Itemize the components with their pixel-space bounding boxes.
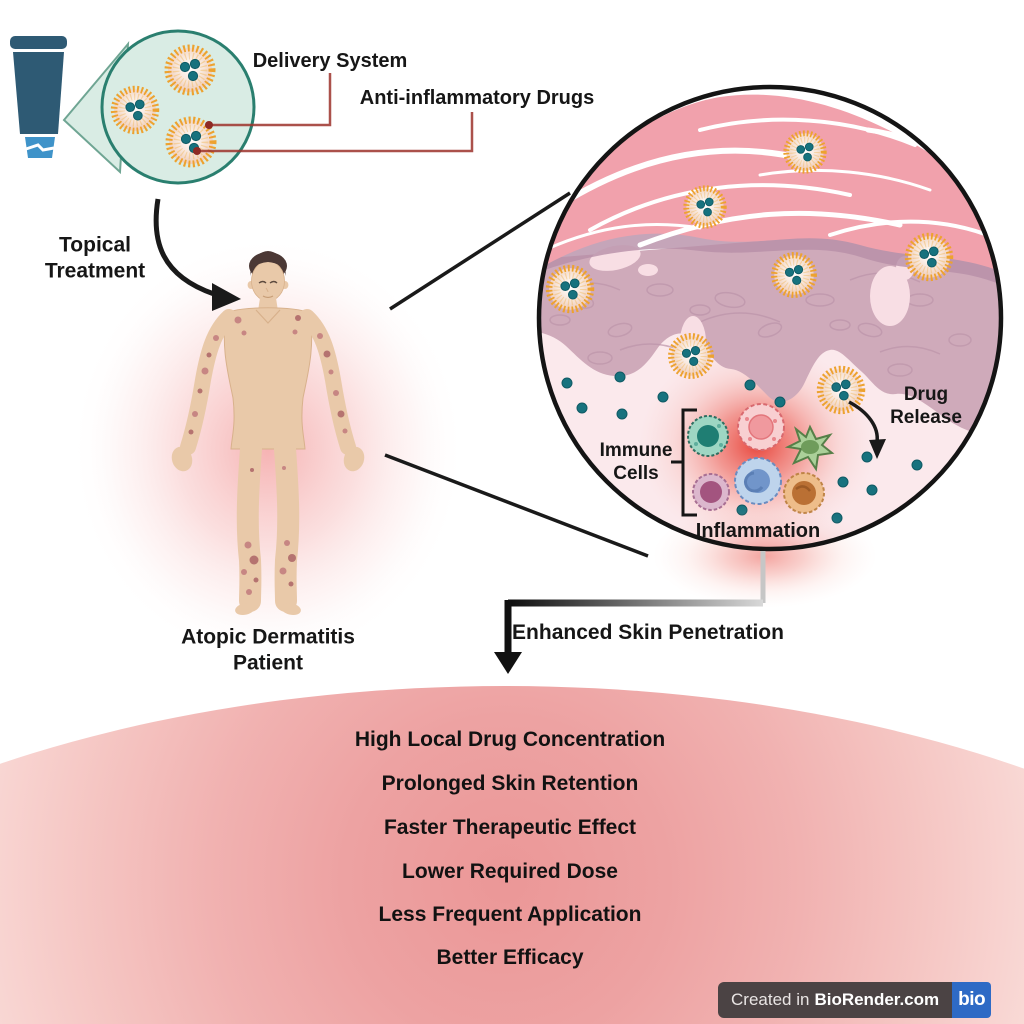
drug-release-label: Drug Release xyxy=(890,383,962,428)
leader-lines xyxy=(193,73,474,155)
torso xyxy=(223,307,313,450)
atopic-dermatitis-patient-label: Atopic Dermatitis Patient xyxy=(181,625,355,674)
stratum-corneum-layer xyxy=(539,94,1001,285)
right-arm xyxy=(299,309,356,455)
skin-redness-glow xyxy=(70,235,466,665)
left-arm xyxy=(180,309,237,455)
benefit-prolonged-skin-retention: Prolonged Skin Retention xyxy=(381,772,639,795)
nanoparticle-icon xyxy=(686,188,723,225)
biorender-logo-text: bio xyxy=(958,989,986,1010)
drug-release-arrow xyxy=(848,400,886,459)
magnified-skin-border xyxy=(536,84,1004,552)
immune-cells-bracket xyxy=(671,408,697,517)
inflammation-label: Inflammation xyxy=(695,519,821,542)
right-leg xyxy=(274,438,300,612)
right-hand xyxy=(343,446,365,472)
benefit-faster-therapeutic-effect: Faster Therapeutic Effect xyxy=(383,816,637,839)
immune-cell-icons xyxy=(687,403,835,514)
enhanced-skin-penetration-label: Enhanced Skin Penetration xyxy=(512,621,784,645)
epidermis-texture xyxy=(549,272,972,377)
topical-treatment-arrow xyxy=(153,198,241,311)
nanoparticle-icon xyxy=(671,336,711,376)
benefit-better-efficacy: Better Efficacy xyxy=(436,946,584,969)
benefit-high-local-drug-concentration: High Local Drug Concentration xyxy=(354,728,666,751)
biorender-logo-icon: bio xyxy=(952,982,992,1018)
nanoparticle-icon xyxy=(549,268,591,310)
biorender-brand-text: BioRender.com xyxy=(814,990,940,1009)
benefit-less-frequent-application: Less Frequent Application xyxy=(378,903,642,926)
left-leg xyxy=(236,438,262,612)
benefits-dome xyxy=(0,686,1024,1024)
immune-cell-lymphocyte-icon xyxy=(687,415,729,457)
delivery-system-label: Delivery System xyxy=(252,49,408,72)
nanoparticle-icon xyxy=(774,255,814,295)
down-arrow-icon xyxy=(494,652,522,674)
immune-cell-dendritic-icon xyxy=(784,424,835,472)
left-hand xyxy=(171,446,193,472)
biorender-badge: Created in BioRender.com bio xyxy=(718,982,992,1018)
benefit-lower-required-dose: Lower Required Dose xyxy=(402,860,618,883)
immune-cell-eosinophil-icon xyxy=(737,403,785,451)
magnification-lines xyxy=(384,191,649,558)
created-in-text: Created in xyxy=(731,990,810,1009)
anti-inflammatory-drugs-label: Anti-inflammatory Drugs xyxy=(359,86,595,109)
immune-cell-basophil-icon xyxy=(692,473,730,511)
immune-cells-label: Immune Cells xyxy=(599,439,673,484)
immune-cell-macrophage-icon xyxy=(783,472,825,514)
head xyxy=(251,260,285,302)
dermatitis-lesions xyxy=(188,315,348,595)
nanoparticle-icon xyxy=(114,89,156,131)
nanoparticle-icon xyxy=(908,236,950,278)
nanoparticle-icon xyxy=(168,48,212,92)
enhanced-penetration-connector xyxy=(494,551,766,674)
nanoparticle-icon xyxy=(786,133,823,170)
topical-treatment-label: Topical Treatment xyxy=(44,233,146,282)
immune-cell-monocyte-icon xyxy=(734,457,782,505)
magnifier-circle xyxy=(100,29,256,185)
patient-figure xyxy=(70,235,466,665)
biorender-badge-text: Created in BioRender.com xyxy=(718,982,953,1018)
